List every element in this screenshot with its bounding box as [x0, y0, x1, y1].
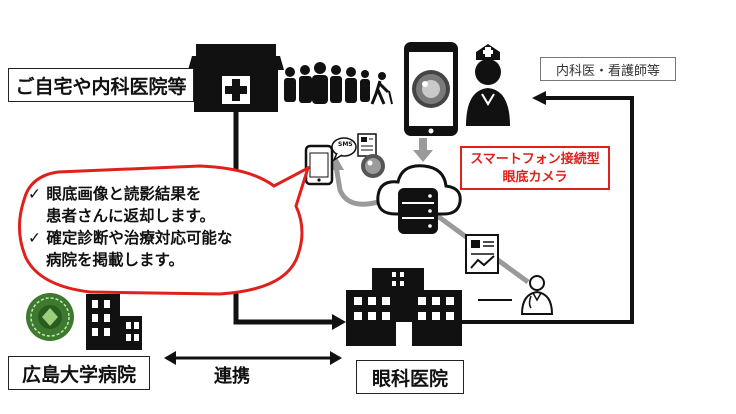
clinic-store-icon — [188, 44, 284, 112]
renkei-label: 連携 — [214, 366, 250, 387]
university-building-icon — [86, 294, 142, 350]
elderly-person-icon — [370, 72, 393, 105]
university-logo-icon — [26, 293, 74, 341]
doctor-icon — [520, 275, 554, 315]
camera-label-line2: 眼底カメラ — [502, 170, 568, 185]
bubble-item-1-line2: 患者さんに返却します。 — [46, 207, 215, 225]
sms-text: SMS — [338, 141, 353, 148]
bubble-item-1-line1: 眼底画像と読影結果を — [46, 185, 202, 203]
check-icon: ✓ — [28, 229, 41, 247]
cloud-server-icon — [376, 164, 462, 234]
report-doc-icon-small — [357, 133, 377, 157]
bubble-text: ✓ 眼底画像と読影結果を 患者さんに返却します。 ✓ 確定診断や治療対応可能な … — [28, 183, 278, 271]
staff-label: 内科医・看護師等 — [540, 57, 676, 81]
bubble-item-2-line2: 病院を掲載します。 — [46, 251, 184, 269]
medical-cross-icon — [222, 76, 250, 104]
fundus-image-small-icon — [361, 154, 385, 178]
sms-bubble-icon — [331, 137, 357, 162]
speech-bubble — [18, 164, 311, 296]
bubble-item-2-line1: 確定診断や治療対応可能な — [46, 229, 233, 247]
eye-clinic-label: 眼科医院 — [356, 360, 464, 394]
home-clinic-label: ご自宅や内科医院等 — [8, 68, 194, 102]
camera-label: スマートフォン接続型 眼底カメラ — [460, 146, 610, 190]
arrow-camera-to-cloud — [413, 138, 433, 162]
renkei-double-arrow — [164, 351, 342, 365]
bubble-item-2: ✓ 確定診断や治療対応可能な — [28, 227, 278, 249]
camera-label-line1: スマートフォン接続型 — [470, 152, 600, 167]
report-doc-icon — [465, 234, 499, 274]
patient-phone-icon — [304, 144, 334, 186]
check-icon: ✓ — [28, 185, 41, 203]
nurse-icon — [466, 44, 510, 126]
bubble-item-1: ✓ 眼底画像と読影結果を — [28, 183, 278, 205]
eye-clinic-building-icon — [346, 268, 462, 346]
smartphone-camera-icon — [404, 42, 458, 136]
university-hospital-label: 広島大学病院 — [8, 356, 150, 390]
flow-eye-clinic-to-staff — [462, 91, 634, 324]
people-group-icon — [284, 62, 370, 104]
